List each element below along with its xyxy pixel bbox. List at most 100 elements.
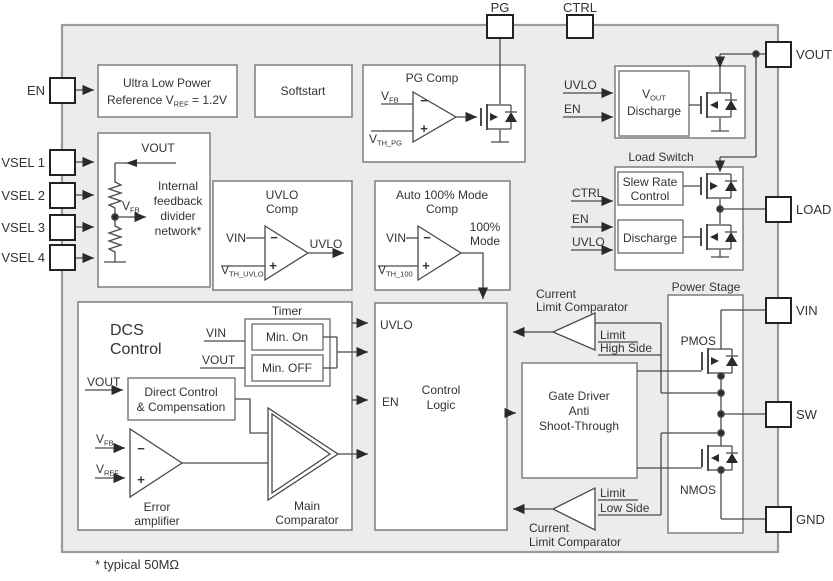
power-stage-title: Power Stage — [672, 280, 741, 294]
discharge-vout: VOUT — [642, 87, 666, 103]
reference-block — [97, 64, 238, 118]
gate-driver-line1: Gate Driver — [548, 389, 609, 403]
feedback-divider-block — [97, 132, 211, 288]
direct-control-line2: & Compensation — [137, 400, 226, 414]
load-discharge-label: Discharge — [623, 231, 677, 245]
clc-top-side: High Side — [600, 341, 652, 355]
pin-vsel2-label: VSEL 2 — [1, 188, 45, 203]
min-on-label: Min. On — [266, 330, 308, 344]
main-comp-label2: Comparator — [275, 513, 338, 527]
pg-comp-vthpg: VTH_PG — [369, 132, 402, 148]
pin-sw-label: SW — [796, 407, 818, 422]
pin-vsel1-label: VSEL 1 — [1, 155, 45, 170]
uvlo-comp-block — [212, 180, 353, 291]
block-outlines — [77, 64, 746, 534]
pin-load-label: LOAD — [796, 202, 831, 217]
feedback-l3: divider — [160, 209, 195, 223]
clc-top-label1: Current — [536, 287, 577, 301]
auto100-out2: Mode — [470, 234, 500, 248]
feedback-l2: feedback — [154, 194, 204, 208]
pin-vout — [765, 41, 792, 68]
feedback-l1: Internal — [158, 179, 198, 193]
gate-driver-line2: Anti — [569, 404, 590, 418]
control-logic-en: EN — [382, 395, 399, 409]
reference-line1: Ultra Low Power — [123, 76, 211, 90]
slew-rate-line1: Slew Rate — [623, 175, 678, 189]
pin-pg-label: PG — [491, 0, 510, 15]
clc-bot-label2: Limit Comparator — [529, 535, 621, 549]
control-logic-line1: Control — [422, 383, 461, 397]
softstart-block — [254, 64, 353, 118]
pin-vsel1 — [49, 149, 76, 176]
pin-en-label: EN — [27, 83, 45, 98]
pin-vout-label: VOUT — [796, 47, 832, 62]
pin-vin — [765, 297, 792, 324]
clc-bot-side: Low Side — [600, 501, 650, 515]
dcs-title1: DCS — [110, 322, 144, 339]
uvlo-comp-out: UVLO — [310, 237, 343, 251]
error-amp-plus: + — [137, 472, 145, 487]
clc-top-label2: Limit Comparator — [536, 300, 628, 314]
uvlo-comp-vin: VIN — [226, 231, 246, 245]
nmos-label: NMOS — [680, 483, 716, 497]
load-switch-title: Load Switch — [628, 150, 693, 164]
pin-vsel3 — [49, 214, 76, 241]
feedback-vout: VOUT — [141, 141, 175, 155]
load-switch-uvlo: UVLO — [572, 235, 605, 249]
pin-vin-label: VIN — [796, 303, 818, 318]
auto100-comparator-triangle — [417, 224, 463, 282]
softstart-label: Softstart — [281, 84, 326, 98]
main-comparator-inner — [271, 412, 332, 495]
pin-vsel4 — [49, 244, 76, 271]
pin-ctrl — [566, 14, 594, 39]
timer-vout: VOUT — [202, 353, 236, 367]
uvlo-comp-minus: − — [270, 230, 278, 245]
uvlo-comp-title1: UVLO — [266, 188, 299, 202]
pin-ctrl-label: CTRL — [563, 0, 597, 15]
control-logic-block — [374, 302, 508, 531]
error-amp-vfb: VFB — [96, 432, 114, 448]
gate-driver-block — [521, 362, 638, 479]
load-discharge-box — [617, 219, 684, 254]
auto100-minus: − — [423, 230, 431, 245]
pin-pg — [486, 14, 514, 39]
current-limit-comp-high-triangle — [551, 311, 596, 351]
auto100-title1: Auto 100% Mode — [396, 188, 488, 202]
error-amp-minus: − — [137, 441, 145, 456]
reference-line2: Reference VREF = 1.2V — [107, 93, 227, 109]
gate-driver-line3: Shoot-Through — [539, 419, 619, 433]
pin-gnd — [765, 506, 792, 533]
pin-vsel2 — [49, 182, 76, 209]
error-amp-label1: Error — [144, 500, 171, 514]
pg-comp-plus: + — [420, 121, 428, 136]
main-comp-label1: Main — [294, 499, 320, 513]
feedback-l4: network* — [155, 224, 202, 238]
error-amplifier-triangle — [129, 427, 184, 499]
feedback-vfb: VFB — [122, 199, 140, 215]
load-switch-en: EN — [572, 212, 589, 226]
error-amp-vref: VREF — [96, 462, 119, 478]
pins — [49, 14, 792, 533]
comparators — [129, 90, 596, 532]
control-logic-line2: Logic — [427, 398, 456, 412]
discharge-uvlo: UVLO — [564, 78, 597, 92]
error-amp-label2: amplifier — [134, 514, 179, 528]
min-off-box — [251, 354, 324, 382]
dcs-title2: Control — [110, 341, 162, 358]
direct-control-box — [127, 377, 236, 421]
uvlo-comp-vth: VTH_UVLO — [221, 263, 264, 279]
wires — [75, 38, 766, 520]
auto-100-mode-block — [374, 180, 511, 291]
pin-sw — [765, 401, 792, 428]
discharge-en: EN — [564, 102, 581, 116]
pg-comp-vfb: VFB — [381, 89, 399, 105]
pg-comp-title: PG Comp — [406, 71, 459, 85]
slew-rate-box — [617, 171, 684, 206]
vout-discharge-inner — [618, 70, 690, 137]
discharge-label: Discharge — [627, 104, 681, 118]
current-limit-comp-low-triangle — [551, 486, 596, 532]
footnote: * typical 50MΩ — [95, 557, 179, 572]
